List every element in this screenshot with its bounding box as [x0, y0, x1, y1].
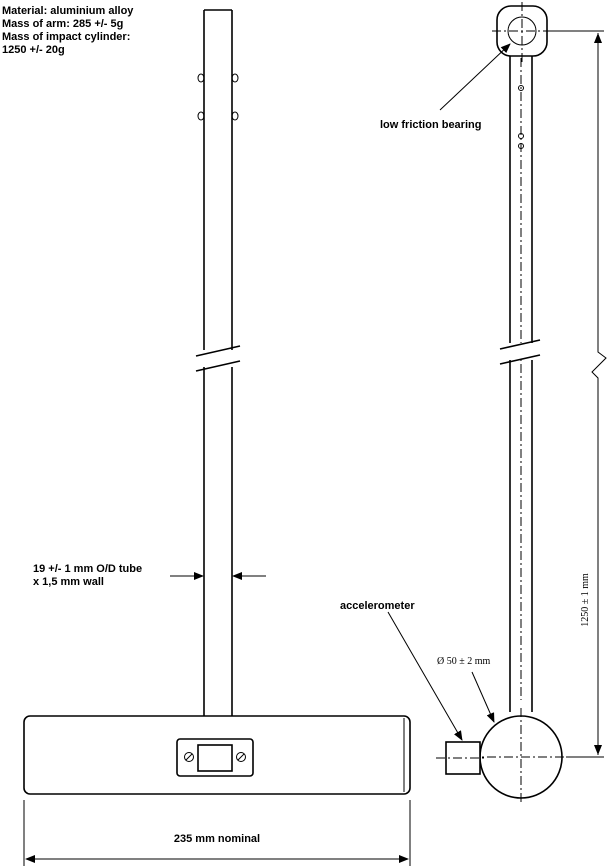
bearing-leader [439, 43, 511, 111]
note-arm-mass: Mass of arm: 285 +/- 5g [2, 18, 123, 30]
note-material: Material: aluminium alloy [2, 5, 134, 17]
front-view [23, 9, 411, 866]
label-bearing: low friction bearing [380, 119, 481, 131]
label-tube-od: 19 +/- 1 mm O/D tube [33, 563, 142, 575]
label-tube-wall: x 1,5 mm wall [33, 576, 104, 588]
label-width: 235 mm nominal [174, 833, 260, 845]
label-length: 1250 ± 1 mm [580, 573, 591, 627]
length-dimension [548, 30, 607, 758]
impact-cylinder-side [436, 708, 572, 804]
label-diameter: Ø 50 ± 2 mm [437, 656, 490, 667]
accelerometer-leader [387, 611, 463, 741]
width-dimension [23, 800, 411, 866]
note-cylinder-mass: Mass of impact cylinder: [2, 31, 130, 43]
side-view [387, 2, 607, 804]
diameter-leader [471, 671, 495, 723]
label-accelerometer: accelerometer [340, 600, 415, 612]
impact-cylinder-front [23, 715, 411, 795]
break-symbol-front [195, 345, 241, 372]
break-symbol-side [499, 339, 541, 365]
note-cylinder-mass-value: 1250 +/- 20g [2, 44, 65, 56]
spec-notes: Material: aluminium alloy Mass of arm: 2… [2, 5, 134, 56]
arm-tube-side [509, 56, 533, 712]
